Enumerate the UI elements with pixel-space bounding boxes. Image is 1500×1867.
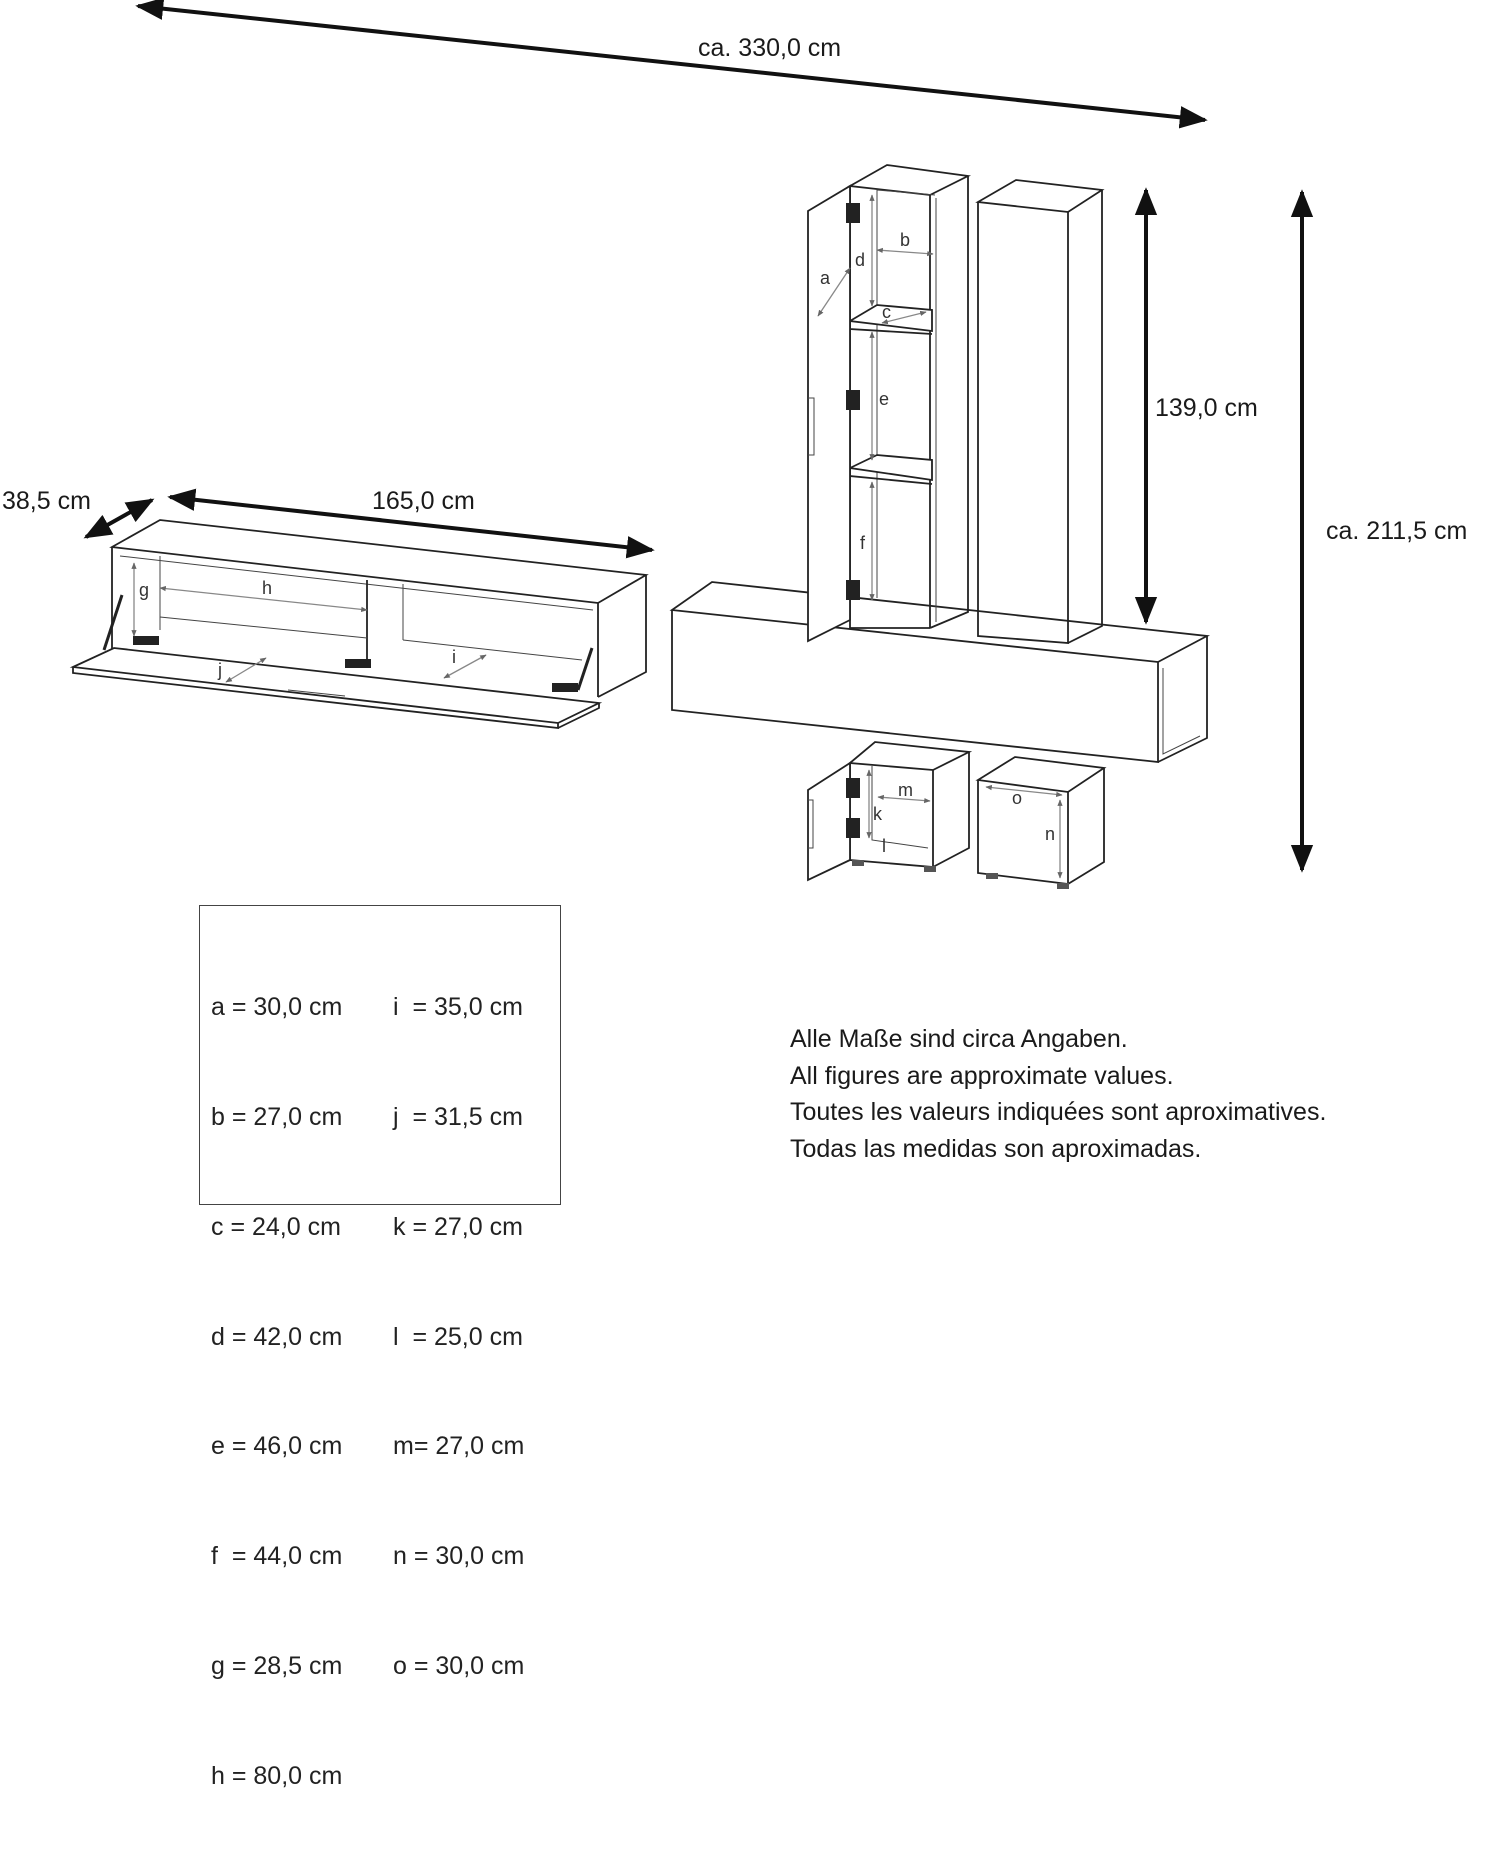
label-l: l: [882, 836, 886, 856]
cabinet-height-label: 139,0 cm: [1155, 394, 1258, 422]
small-open-cabinet: m k l: [807, 741, 973, 882]
label-h: h: [262, 578, 272, 598]
legend-item: b = 27,0 cm: [211, 1102, 343, 1131]
legend-item: n = 30,0 cm: [393, 1542, 525, 1571]
legend-item: c = 24,0 cm: [211, 1212, 341, 1241]
wall-board: [669, 581, 1211, 764]
legend-item: o = 30,0 cm: [393, 1651, 525, 1680]
note-german: Alle Maße sind circa Angaben.: [790, 1025, 1128, 1053]
label-o: o: [1012, 788, 1022, 808]
dimension-legend: a = 30,0 cm b = 27,0 cm c = 24,0 cm d = …: [199, 905, 561, 1790]
total-height-label: ca. 211,5 cm: [1326, 517, 1467, 545]
note-spanish: Todas las medidas son aproximadas.: [790, 1134, 1202, 1163]
note-english: All figures are approximate values.: [790, 1061, 1174, 1090]
legend-item: a = 30,0 cm: [211, 993, 343, 1022]
legend-item: f = 44,0 cm: [211, 1542, 343, 1571]
lowboard: g h i j: [69, 519, 649, 730]
legend-item: g = 28,5 cm: [211, 1651, 343, 1680]
small-closed-cabinet: o n: [975, 756, 1107, 889]
legend-item: j = 31,5 cm: [393, 1102, 523, 1131]
legend-item: k = 27,0 cm: [393, 1212, 523, 1241]
legend-item: d = 42,0 cm: [211, 1322, 343, 1351]
label-k: k: [873, 804, 883, 824]
label-m: m: [898, 780, 913, 800]
tall-cabinet: a b c d e f: [807, 164, 972, 643]
total-width-arrow: [135, 0, 1208, 129]
label-n: n: [1045, 824, 1055, 844]
legend-item: i = 35,0 cm: [393, 993, 523, 1022]
tall-closed-cabinet: [975, 179, 1105, 644]
note-french: Toutes les valeurs indiquées sont aproxi…: [790, 1098, 1327, 1126]
label-d: d: [855, 250, 865, 270]
legend-column-right: i = 35,0 cm j = 31,5 cm k = 27,0 cm l = …: [393, 916, 524, 1758]
label-b: b: [900, 230, 910, 250]
legend-item: l = 25,0 cm: [393, 1322, 523, 1351]
label-i: i: [452, 647, 456, 667]
label-g: g: [139, 580, 149, 600]
legend-column-left: a = 30,0 cm b = 27,0 cm c = 24,0 cm d = …: [211, 916, 342, 1867]
legend-item: h = 80,0 cm: [211, 1761, 343, 1790]
label-a: a: [820, 268, 831, 288]
depth-arrow: [83, 498, 155, 539]
furniture-dimension-drawing: ca. 330,0 cm g h i j: [2, 0, 1467, 889]
total-width-label: ca. 330,0 cm: [698, 34, 841, 62]
legend-item: m= 27,0 cm: [393, 1432, 525, 1461]
label-e: e: [879, 389, 889, 409]
label-c: c: [882, 302, 891, 322]
lowboard-width-label: 165,0 cm: [372, 487, 475, 515]
label-f: f: [860, 533, 866, 553]
legend-item: e = 46,0 cm: [211, 1432, 343, 1461]
label-j: j: [217, 660, 222, 680]
depth-label: 38,5 cm: [2, 487, 91, 515]
approximation-notes: Alle Maße sind circa Angaben. All figure…: [790, 1021, 1326, 1167]
lowboard-width-arrow: [167, 488, 655, 559]
